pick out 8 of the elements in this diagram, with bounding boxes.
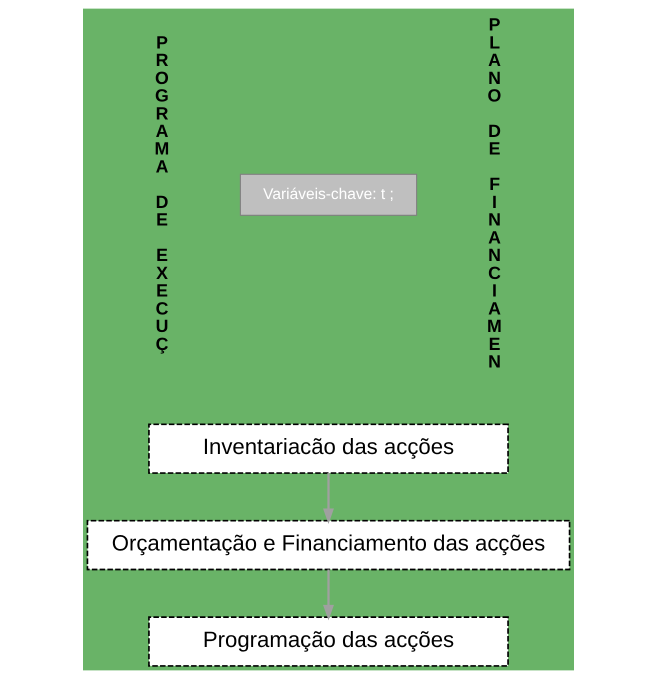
node-box: Orçamentação e Financiamento das acções	[86, 520, 570, 570]
node-box: Inventariacão das acções	[148, 423, 508, 474]
node-box: Variáveis-chave: t ;	[239, 174, 417, 216]
node-box: Programação das acções	[148, 616, 508, 667]
label: PROGRAMA DE EXECUÇ	[154, 32, 169, 354]
arrow	[322, 473, 334, 524]
arrow	[322, 570, 334, 620]
label: PLANO DE FINANCIAMEN	[486, 14, 502, 372]
